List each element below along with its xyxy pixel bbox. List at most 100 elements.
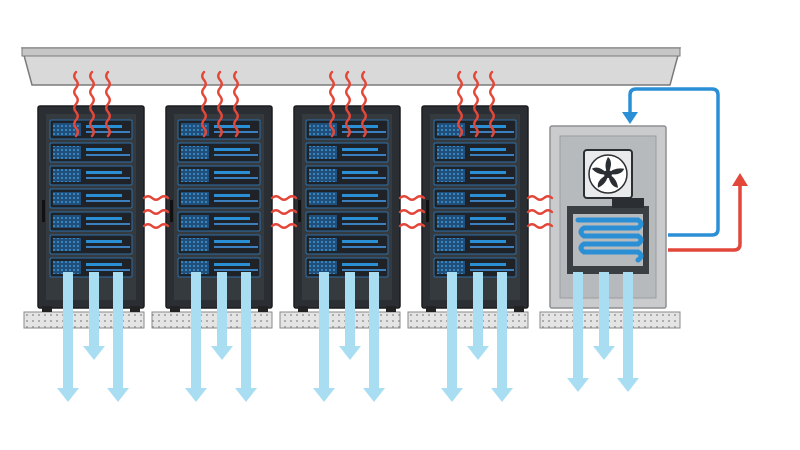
server-unit [305, 188, 389, 209]
server-unit [305, 211, 389, 232]
drive-slot [342, 223, 386, 225]
drive-slot [214, 154, 258, 156]
server-racks [37, 105, 529, 312]
server-rack [421, 105, 529, 312]
heat-wave-icon [270, 195, 298, 201]
server-unit [49, 211, 133, 232]
coil-rail [643, 206, 649, 274]
server-led-bar [214, 240, 250, 243]
heat-wave-icon [526, 195, 554, 201]
server-led-bar [86, 148, 122, 151]
heat-wave-icon [73, 70, 79, 138]
arrow-shaft [573, 272, 583, 380]
heat-wave-icon [233, 70, 239, 138]
arrow-shaft [191, 272, 201, 390]
arrow-shaft [217, 272, 227, 348]
vent-grille [309, 192, 337, 205]
drive-slot [342, 269, 386, 271]
drive-slot [86, 246, 130, 248]
vent-grille [309, 169, 337, 182]
heat-wave-icon [89, 70, 95, 138]
rack-handle [42, 200, 45, 222]
server-unit [433, 142, 517, 163]
vent-grille [53, 261, 81, 274]
server-led-bar [470, 194, 506, 197]
cold-air-arrow-icon [235, 272, 257, 402]
server-led-bar [470, 263, 506, 266]
server-unit [49, 188, 133, 209]
drive-slot [342, 246, 386, 248]
rack-handle [298, 200, 301, 222]
server-unit [177, 211, 261, 232]
drive-slot [214, 246, 258, 248]
fan-blade [608, 174, 618, 188]
arrow-head [235, 388, 257, 402]
cold-air-arrow-icon [567, 272, 589, 392]
drive-slot [470, 246, 514, 248]
server-unit [433, 165, 517, 186]
server-unit [49, 142, 133, 163]
vent-grille [53, 192, 81, 205]
server-led-bar [214, 263, 250, 266]
heat-wave-icon [142, 209, 170, 215]
drive-slot [214, 223, 258, 225]
drive-slot [470, 200, 514, 202]
drive-slot [342, 131, 386, 133]
floor-grate [151, 311, 273, 329]
arrow-head [211, 346, 233, 360]
cold-air-arrow-icon [107, 272, 129, 402]
arrow-shaft [497, 272, 507, 390]
vent-grille [309, 146, 337, 159]
heat-wave-icon [201, 70, 207, 138]
server-led-bar [470, 240, 506, 243]
return-arrow-icon [622, 112, 638, 124]
vent-grille [437, 261, 465, 274]
server-led-bar [342, 148, 378, 151]
rack-foot [130, 306, 140, 312]
server-unit [433, 211, 517, 232]
coil-rail [567, 206, 573, 274]
vent-grille [437, 192, 465, 205]
heat-wave-icon [457, 70, 463, 138]
vent-grille [437, 169, 465, 182]
heat-wave-icon [398, 195, 426, 201]
server-led-bar [342, 263, 378, 266]
heat-wave-icon [142, 223, 170, 229]
vent-grille [181, 146, 209, 159]
heat-wave-icon [105, 70, 111, 138]
server-led-bar [342, 125, 378, 128]
server-unit [305, 142, 389, 163]
fan-hub [604, 170, 612, 178]
rack-foot [258, 306, 268, 312]
vent-grille [181, 169, 209, 182]
arrow-shaft [369, 272, 379, 390]
server-led-bar [86, 217, 122, 220]
drive-slot [470, 154, 514, 156]
vent-grille [309, 215, 337, 228]
heat-wave-icon [398, 209, 426, 215]
server-led-bar [214, 194, 250, 197]
server-led-bar [86, 240, 122, 243]
floor-grate [23, 311, 145, 329]
drive-slot [342, 154, 386, 156]
server-unit [177, 142, 261, 163]
server-unit [177, 188, 261, 209]
cold-air-arrows [57, 272, 639, 402]
vent-grille [181, 261, 209, 274]
drive-slot [214, 269, 258, 271]
server-led-bar [342, 171, 378, 174]
heat-wave-icon [473, 70, 479, 138]
drive-slot [470, 269, 514, 271]
server-led-bar [214, 148, 250, 151]
rack-foot [386, 306, 396, 312]
vent-grille [309, 261, 337, 274]
heat-wave-icon [361, 70, 367, 138]
fan-blade [608, 168, 625, 175]
server-unit [177, 234, 261, 255]
drive-slot [86, 200, 130, 202]
server-led-bar [86, 125, 122, 128]
drive-slot [86, 269, 130, 271]
vent-grille [53, 238, 81, 251]
server-unit [49, 119, 133, 140]
drive-slot [86, 177, 130, 179]
